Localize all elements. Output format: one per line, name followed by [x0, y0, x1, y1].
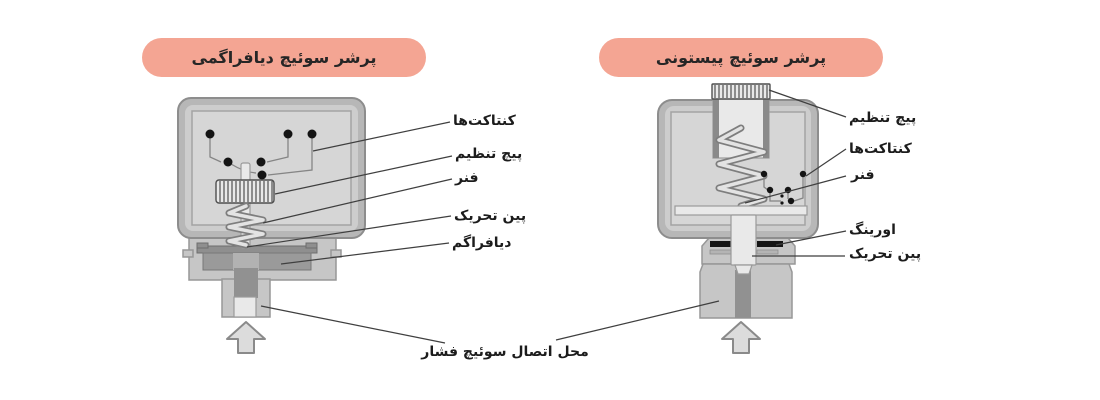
spring-coil [225, 202, 267, 249]
piston-rod-tip [734, 264, 753, 275]
pressure-channel [234, 268, 258, 298]
label-connection-point: محل اتصال سوئیچ فشار [421, 344, 589, 360]
diaphragm-plate [196, 245, 318, 254]
adjustment-screw-cap [711, 83, 771, 100]
contact-dots [760, 170, 807, 205]
label-adjust-screw-right: پیچ تنظیم [849, 110, 917, 126]
leader-lines-left [246, 121, 453, 265]
leader-lines-right [744, 89, 847, 257]
label-adjust-screw-left: پیچ تنظیم [455, 146, 523, 162]
leader-lines-bottom [260, 300, 720, 344]
title-diaphragm-switch: پرشر سوئیچ دیافراگمی [142, 38, 426, 77]
title-piston-switch: پرشر سوئیچ پیستونی [599, 38, 883, 77]
clamp-tab-left [182, 249, 194, 258]
label-spring-right: فنر [851, 167, 875, 183]
label-actuation-pin-left: پین تحریک [454, 208, 527, 224]
piston-rod [730, 214, 757, 266]
piston-plate [674, 205, 808, 216]
piston-switch-drawing [657, 83, 847, 354]
adjustment-wheel [215, 179, 275, 204]
inlet-port [233, 296, 257, 318]
up-arrow-icon [226, 321, 266, 354]
oring-seal-left [710, 241, 731, 247]
label-actuation-pin-right: پین تحریک [849, 246, 922, 262]
contact-dots [205, 129, 317, 180]
oring-seal-right [757, 241, 783, 247]
contact-wires [763, 177, 804, 202]
pressure-channel [735, 270, 751, 318]
label-contacts-right: کنتاکت‌ها [849, 141, 912, 157]
label-contacts-left: کنتاکت‌ها [453, 113, 516, 129]
label-oring: اورینگ [849, 222, 896, 238]
housing-panel [191, 110, 352, 226]
spring-coil [715, 124, 768, 210]
diaphragm-switch-drawing [177, 97, 453, 354]
label-spring-left: فنر [455, 170, 479, 186]
clamp-tab-right [330, 249, 342, 258]
label-diaphragm: دیافراگم [452, 235, 512, 251]
up-arrow-icon [721, 321, 761, 354]
